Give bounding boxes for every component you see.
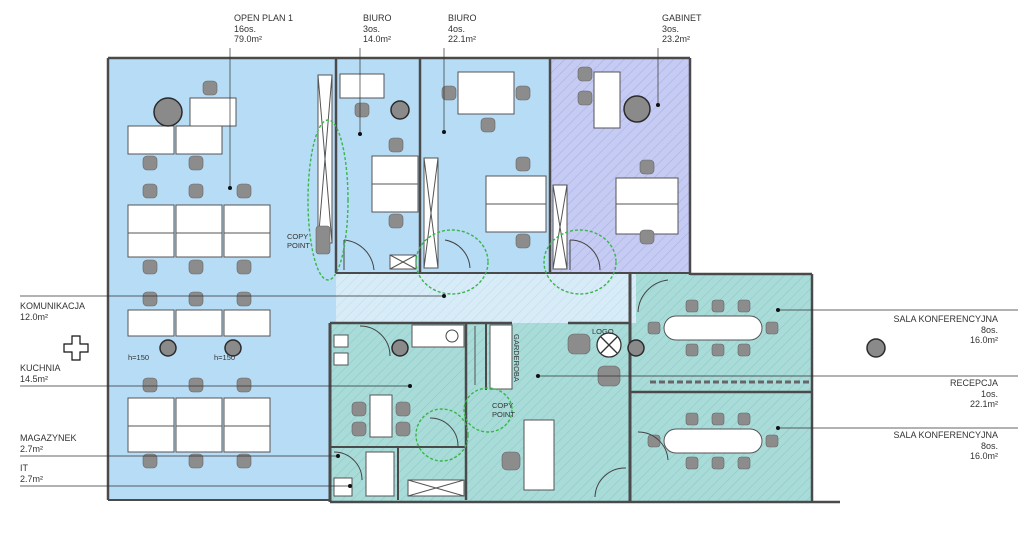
label-komunikacja: KOMUNIKACJA 12.0m² — [20, 301, 85, 322]
copy-point-outlines — [307, 119, 617, 462]
label-sala-1: SALA KONFERENCYJNA 8os. 16.0m² — [893, 314, 998, 346]
komunikacja-area-value: 12.0m² — [20, 311, 49, 322]
gabinet-name: GABINET — [662, 13, 702, 23]
kuchnia-area-value: 14.5m² — [20, 373, 49, 384]
biuro-4-people: 4os. — [448, 23, 466, 34]
label-open-plan: OPEN PLAN 1 16os. 79.0m² — [234, 13, 293, 45]
recepcja-name: RECEPCJA — [949, 378, 998, 388]
gabinet-people: 3os. — [662, 23, 680, 34]
doors — [333, 239, 669, 498]
garderoba-label: GARDEROBA — [512, 334, 521, 382]
walls — [106, 56, 840, 504]
plants — [153, 95, 886, 358]
biuro-4-name: BIURO — [448, 13, 477, 23]
copy-point-1-line1: COPY — [287, 232, 308, 241]
it-name: IT — [20, 463, 28, 473]
open-plan-area-value: 79.0m² — [234, 34, 263, 44]
label-gabinet: GABINET 3os. 23.2m² — [662, 13, 702, 45]
kuchnia-name: KUCHNIA — [20, 363, 61, 373]
sala-1-name: SALA KONFERENCYJNA — [893, 314, 998, 324]
cross-symbol — [63, 335, 89, 361]
label-biuro-4: BIURO 4os. 22.1m² — [448, 13, 477, 45]
label-sala-2: SALA KONFERENCYJNA 8os. 16.0m² — [893, 430, 998, 462]
open-plan-name: OPEN PLAN 1 — [234, 13, 294, 23]
copy-point-1-line2: POINT — [287, 241, 310, 250]
logo-mark — [596, 332, 622, 358]
recepcja-people: 1os. — [980, 388, 998, 399]
label-recepcja: RECEPCJA 1os. 22.1m² — [950, 378, 998, 410]
chairs — [142, 66, 779, 471]
kitchen-counter — [445, 326, 476, 385]
sala-2-people: 8os. — [980, 440, 998, 451]
corridor-area — [336, 273, 636, 323]
h150-label-b: h=150 — [214, 353, 235, 362]
biuro-3-people: 3os. — [363, 23, 381, 34]
it-area-value: 2.7m² — [20, 473, 44, 484]
label-biuro-3: BIURO 3os. 14.0m² — [363, 13, 392, 45]
shelving — [317, 74, 568, 497]
sala-2-area-value: 16.0m² — [969, 451, 998, 461]
recepcja-area-value: 22.1m² — [969, 399, 998, 409]
label-it: IT 2.7m² — [20, 463, 43, 484]
copy-point-2-line1: COPY — [492, 401, 513, 410]
komunikacja-name: KOMUNIKACJA — [20, 301, 86, 311]
copy-point-2-line2: POINT — [492, 410, 515, 419]
h150-label-a: h=150 — [128, 353, 149, 362]
sala-1-people: 8os. — [980, 324, 998, 335]
label-kuchnia: KUCHNIA 14.5m² — [20, 363, 61, 384]
magazynek-name: MAGAZYNEK — [20, 433, 77, 443]
biuro-4-area-value: 22.1m² — [448, 34, 477, 44]
logo-label: LOGO — [592, 327, 614, 336]
leader-dots — [228, 103, 780, 488]
label-magazynek: MAGAZYNEK 2.7m² — [20, 433, 77, 454]
biuro-3-area-value: 14.0m² — [363, 34, 392, 44]
sala-2-name: SALA KONFERENCYJNA — [893, 430, 998, 440]
sala-1-area-value: 16.0m² — [969, 335, 998, 345]
desks — [127, 71, 763, 491]
open-plan-people: 16os. — [234, 23, 257, 34]
magazynek-area-value: 2.7m² — [20, 443, 44, 454]
biuro-3-name: BIURO — [363, 13, 392, 23]
leader-lines — [20, 48, 1018, 487]
gabinet-area-value: 23.2m² — [662, 34, 691, 44]
